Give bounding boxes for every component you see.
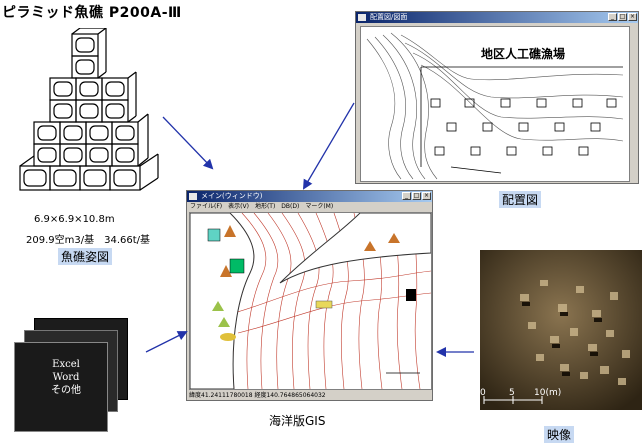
layout-caption: 配置図	[499, 191, 542, 208]
video-texture-svg	[480, 250, 642, 410]
minimize-icon[interactable]: _	[608, 13, 617, 21]
video-scale-10m: 10(m)	[534, 388, 562, 398]
menu-file[interactable]: ファイル(F)	[190, 203, 223, 210]
video-scale-5: 5	[509, 388, 515, 398]
layout-drawing-title: 地区人工礁漁場	[481, 47, 566, 61]
gis-statusbar: 緯度41.24111780018 経度140.764865064032	[189, 392, 326, 399]
gis-window: メイン(ウィンドウ) _ □ × ファイル(F) 表示(V) 地形(T) DB(…	[186, 190, 433, 401]
reef-title: ピラミッド魚礁 P200A-Ⅲ	[2, 5, 182, 21]
gis-menubar: ファイル(F) 表示(V) 地形(T) DB(D) マーク(M)	[187, 202, 432, 211]
layout-window-titlebar: 配置図/図面 _ □ ×	[356, 12, 638, 23]
video-scale-0: 0	[480, 388, 486, 398]
gis-window-titlebar: メイン(ウィンドウ) _ □ ×	[187, 191, 432, 202]
pyramid-reef-drawing	[19, 28, 159, 191]
document-label-word: Word	[52, 372, 80, 383]
menu-view[interactable]: 表示(V)	[228, 203, 249, 210]
document-page-front	[14, 342, 108, 432]
gis-caption: 海洋版GIS	[269, 414, 326, 428]
reef-caption: 魚礁姿図	[58, 248, 113, 265]
reef-spec-dimensions: 6.9×6.9×10.8m	[34, 214, 115, 225]
menu-terrain[interactable]: 地形(T)	[254, 203, 276, 210]
layout-drawing-window: 配置図/図面 _ □ ×	[355, 11, 639, 184]
menu-db[interactable]: DB(D)	[281, 203, 300, 210]
maximize-icon[interactable]: □	[618, 13, 627, 21]
maximize-icon[interactable]: □	[412, 192, 421, 200]
document-labels: Excel Word その他	[26, 358, 106, 397]
minimize-icon[interactable]: _	[402, 192, 411, 200]
video-caption: 映像	[544, 426, 575, 443]
close-icon[interactable]: ×	[628, 13, 637, 21]
menu-mark[interactable]: マーク(M)	[305, 203, 334, 210]
gis-map-svg	[190, 213, 431, 389]
reef-marker-icon	[207, 225, 416, 341]
layout-drawing-canvas: 地区人工礁漁場	[360, 26, 630, 182]
document-label-other: その他	[51, 385, 81, 396]
window-app-icon	[358, 14, 366, 21]
arrow-docs-to-gis	[145, 331, 188, 353]
layout-window-title: 配置図/図面	[370, 13, 408, 21]
underwater-video-image: 0 5 10(m)	[480, 250, 642, 410]
arrow-layout-to-gis	[302, 102, 355, 190]
layout-drawing-svg	[366, 32, 624, 180]
gis-window-title: メイン(ウィンドウ)	[201, 192, 263, 200]
close-icon[interactable]: ×	[422, 192, 431, 200]
reef-spec-capacity: 209.9空m3/基 34.66t/基	[26, 235, 151, 246]
document-stack: Excel Word その他	[8, 318, 136, 438]
document-label-excel: Excel	[52, 359, 80, 370]
window-app-icon	[189, 193, 197, 200]
gis-map-canvas[interactable]	[189, 212, 432, 390]
arrow-reef-to-gis	[162, 116, 214, 170]
